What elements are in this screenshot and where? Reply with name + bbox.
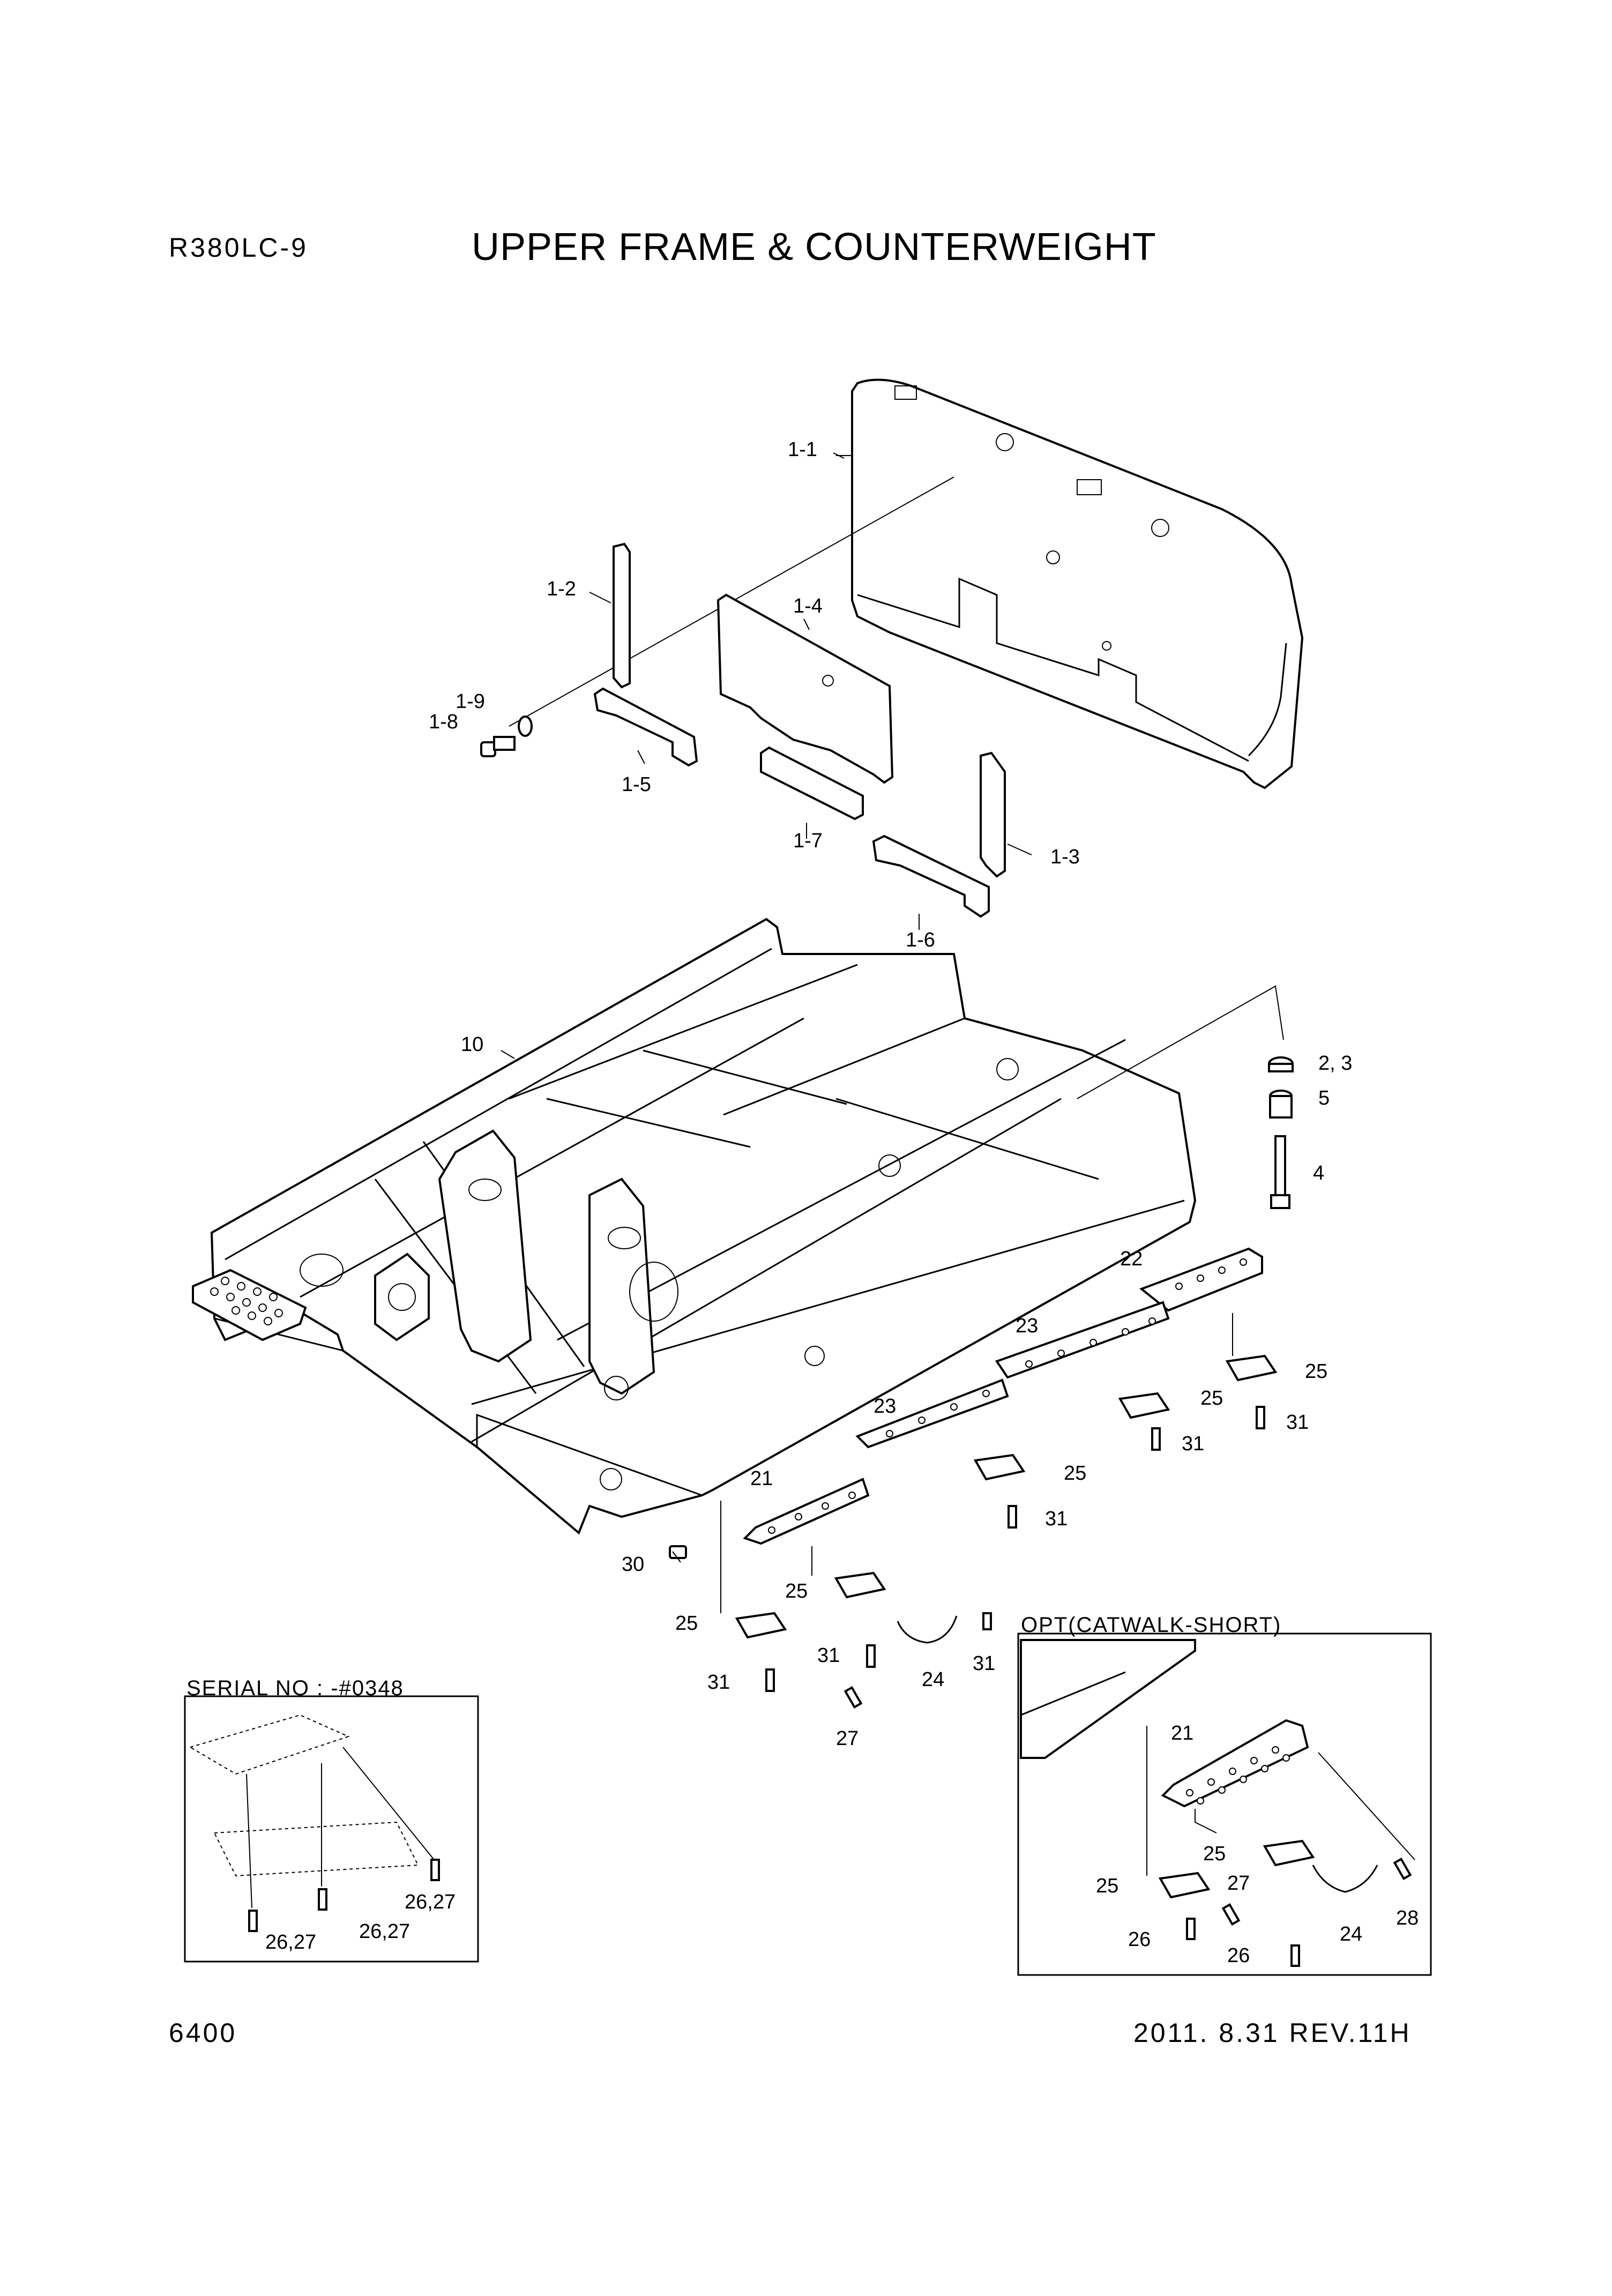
bracket-25-e xyxy=(735,1612,787,1639)
bolt-4 xyxy=(1270,1135,1290,1209)
bolt-31 xyxy=(765,1406,1265,1692)
bracket-25-b xyxy=(1118,1392,1170,1419)
label-31-c: 31 xyxy=(1045,1508,1068,1530)
rear-step-holes xyxy=(210,1277,283,1325)
option-inset-parts xyxy=(1020,1639,1415,1967)
option-label-25-b: 25 xyxy=(1096,1875,1119,1897)
label-1-2: 1-2 xyxy=(547,578,576,600)
serial-inset-parts xyxy=(189,1714,440,1932)
label-1-6: 1-6 xyxy=(906,929,935,951)
label-31-f: 31 xyxy=(973,1652,996,1675)
label-25-b: 25 xyxy=(1200,1387,1223,1410)
bolt-1-8 xyxy=(480,715,533,757)
label-4: 4 xyxy=(1313,1162,1325,1184)
label-25-c: 25 xyxy=(1064,1462,1087,1485)
bracket-25-d xyxy=(834,1571,886,1599)
part-1-3 xyxy=(980,751,1006,878)
spacer-5 xyxy=(1269,1090,1293,1119)
counterweight-part xyxy=(851,378,1304,789)
label-23-b: 23 xyxy=(874,1395,897,1418)
handle-24 xyxy=(897,1615,958,1644)
label-21: 21 xyxy=(750,1467,773,1490)
label-31-e: 31 xyxy=(707,1671,730,1694)
label-1-4: 1-4 xyxy=(793,595,823,617)
label-24: 24 xyxy=(922,1668,945,1691)
label-25-e: 25 xyxy=(675,1612,698,1635)
serial-inset-frame xyxy=(184,1695,479,1963)
label-31-d: 31 xyxy=(817,1644,840,1667)
catwalk-holes xyxy=(768,1258,1247,1534)
label-27: 27 xyxy=(836,1727,859,1750)
label-1-1: 1-1 xyxy=(788,438,817,461)
serial-label-26-27-c: 26,27 xyxy=(265,1931,317,1954)
option-label-28: 28 xyxy=(1396,1907,1419,1929)
label-25-a: 25 xyxy=(1305,1360,1328,1383)
label-30: 30 xyxy=(622,1553,645,1576)
label-1-7: 1-7 xyxy=(793,830,823,852)
label-31-a: 31 xyxy=(1286,1411,1309,1434)
option-inset-title: OPT(CATWALK-SHORT) xyxy=(1021,1613,1282,1637)
model-code: R380LC-9 xyxy=(169,233,308,263)
label-10: 10 xyxy=(461,1033,484,1056)
label-31-b: 31 xyxy=(1182,1433,1205,1455)
label-25-d: 25 xyxy=(785,1580,808,1602)
label-1-5: 1-5 xyxy=(622,773,651,796)
upper-frame-part xyxy=(210,918,1197,1535)
option-inset-frame xyxy=(1017,1632,1432,1976)
part-1-4 xyxy=(717,593,894,784)
bracket-25-a xyxy=(1225,1354,1278,1382)
label-22: 22 xyxy=(1120,1248,1143,1270)
label-23-a: 23 xyxy=(1016,1315,1039,1337)
part-1-7 xyxy=(760,746,864,821)
option-label-27: 27 xyxy=(1227,1872,1250,1895)
option-label-26-a: 26 xyxy=(1128,1928,1151,1951)
catwalk-21 xyxy=(743,1478,870,1545)
catwalk-23a xyxy=(995,1301,1170,1379)
label-1-8: 1-8 xyxy=(429,711,458,733)
label-2-3: 2, 3 xyxy=(1318,1052,1353,1075)
page-number: 6400 xyxy=(169,2018,237,2048)
catwalk-23b xyxy=(855,1378,1009,1449)
bolt-27 xyxy=(844,1686,863,1709)
bracket-25-c xyxy=(973,1453,1026,1481)
option-label-25-a: 25 xyxy=(1203,1843,1226,1865)
revision-date: 2011. 8.31 REV.11H xyxy=(1133,2018,1412,2048)
part-1-6 xyxy=(872,834,990,918)
page-title: UPPER FRAME & COUNTERWEIGHT xyxy=(472,226,1156,269)
serial-label-26-27-a: 26,27 xyxy=(405,1891,456,1913)
label-1-9: 1-9 xyxy=(456,690,485,713)
option-catwalk-holes xyxy=(1186,1746,1290,1805)
washer-2-3 xyxy=(1268,1056,1294,1072)
part-1-5 xyxy=(593,687,698,767)
serial-label-26-27-b: 26,27 xyxy=(359,1920,411,1943)
option-label-24: 24 xyxy=(1340,1923,1363,1945)
label-1-3: 1-3 xyxy=(1050,846,1080,868)
label-5: 5 xyxy=(1318,1087,1330,1109)
option-label-26-b: 26 xyxy=(1227,1944,1250,1967)
part-1-2 xyxy=(613,542,631,689)
serial-inset-title: SERIAL NO : -#0348 xyxy=(186,1676,404,1700)
option-label-21: 21 xyxy=(1171,1722,1194,1745)
